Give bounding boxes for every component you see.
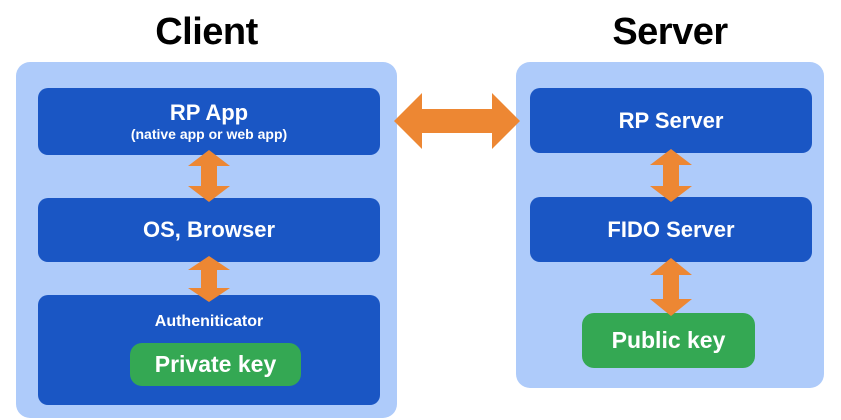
client-box-authenticator-title: Autheniticator: [154, 313, 264, 330]
client-box-os-browser-title: OS, Browser: [142, 217, 276, 243]
server-box-rp-server: RP Server: [530, 88, 812, 153]
client-column-title: Client: [155, 11, 258, 53]
private-key-chip: Private key: [130, 343, 301, 386]
client-box-rp-app: RP App (native app or web app): [38, 88, 380, 155]
bidirectional-vertical-arrow-icon: [188, 256, 230, 302]
bidirectional-vertical-arrow-icon: [188, 150, 230, 202]
bidirectional-vertical-arrow-icon: [650, 258, 692, 316]
client-box-rp-app-title: RP App: [169, 99, 249, 125]
client-box-rp-app-subtitle: (native app or web app): [130, 126, 288, 143]
server-box-fido-server-title: FIDO Server: [607, 216, 735, 242]
bidirectional-vertical-arrow-icon: [650, 149, 692, 202]
bidirectional-horizontal-arrow-icon: [394, 93, 520, 149]
client-box-os-browser: OS, Browser: [38, 198, 380, 262]
public-key-chip: Public key: [582, 313, 755, 368]
server-box-rp-server-title: RP Server: [618, 107, 724, 133]
server-box-fido-server: FIDO Server: [530, 197, 812, 262]
server-column-title: Server: [612, 11, 728, 53]
